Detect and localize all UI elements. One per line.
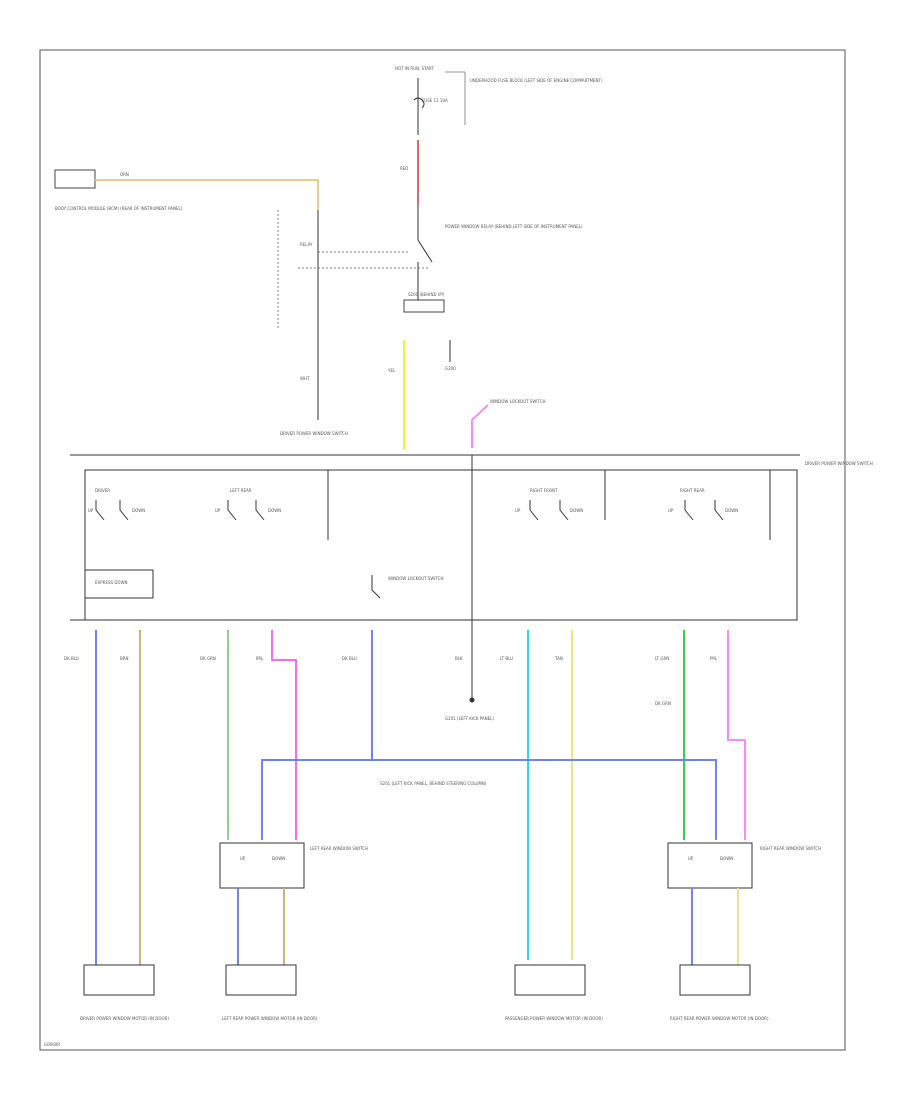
rr-switch-label: RIGHT REAR WINDOW SWITCH (760, 846, 821, 851)
switch-up-label: UP (515, 508, 521, 513)
switch-up-label: UP (88, 508, 94, 513)
wire-label-dk-blu: DK BLU (64, 656, 79, 661)
switch-down-label: DOWN (132, 508, 145, 513)
splice-top-box (403, 299, 445, 313)
master-switch-title: DRIVER POWER WINDOW SWITCH (280, 431, 348, 436)
lr-switch-down-label: DOWN (272, 856, 285, 861)
ground-dot (469, 697, 475, 703)
switch-up-label: UP (215, 508, 221, 513)
express-label: EXPRESS DOWN (95, 580, 128, 585)
rr-switch-box (667, 842, 753, 889)
switch-down-label: DOWN (725, 508, 738, 513)
switch-down-label: DOWN (570, 508, 583, 513)
lr-switch-up-label: UP (240, 856, 246, 861)
motor-box (514, 964, 586, 996)
motor-label: PASSENGER POWER WINDOW MOTOR (IN DOOR) (505, 1016, 603, 1021)
switch-group-label: LEFT REAR (230, 488, 252, 493)
switch-group-left-rear: LEFT REAR UP DOWN (215, 488, 281, 521)
switch-group-label: RIGHT FRONT (530, 488, 558, 493)
wire-label-blk: BLK (455, 656, 463, 661)
motor-box (225, 964, 297, 996)
master-switch-label: DRIVER POWER WINDOW SWITCH (805, 461, 873, 466)
diagram-frame (39, 49, 846, 1051)
switch-group-driver: DRIVER UP DOWN (88, 488, 145, 521)
ground-bottom-label: G201 (LEFT KICK PANEL) (445, 716, 494, 721)
switch-arm (684, 500, 694, 521)
hot-label: HOT IN RUN, START (395, 66, 434, 71)
wire-label-dk-grn: DK GRN (200, 656, 216, 661)
switch-up-label: UP (668, 508, 674, 513)
bcm-note: BODY CONTROL MODULE (BCM) (REAR OF INSTR… (55, 206, 183, 211)
wire-label-ppl: PPL (256, 656, 264, 661)
wire-label-wht: WHT (300, 376, 310, 381)
wire-label-dk-blu-center: DK BLU (342, 656, 357, 661)
lockout-note: WINDOW LOCKOUT SWITCH (490, 399, 546, 404)
bcm-box (54, 169, 96, 189)
wire-label-lt-grn: LT GRN (655, 656, 669, 661)
relay-coil-label: RELAY (300, 242, 313, 247)
switch-arm (559, 500, 569, 521)
motor-label: RIGHT REAR POWER WINDOW MOTOR (IN DOOR) (670, 1016, 769, 1021)
fuse-symbol (413, 97, 425, 109)
lockout-switch-symbol (371, 575, 381, 599)
switch-down-label: DOWN (268, 508, 281, 513)
express-box (84, 569, 154, 599)
wire-rr-down (727, 630, 746, 840)
ground-label: G200 (445, 366, 456, 371)
relay-note: POWER WINDOW RELAY (BEHIND LEFT SIDE OF … (445, 224, 583, 229)
wire-orange (95, 179, 319, 210)
center-splice-label: S201 (LEFT KICK PANEL, BEHIND STEERING C… (380, 781, 487, 786)
fuse-label: FUSE 11 10A (422, 98, 448, 103)
motor-box (679, 964, 751, 996)
motor-passenger: PASSENGER POWER WINDOW MOTOR (IN DOOR) (505, 964, 603, 1021)
wire-label-brn: BRN (120, 656, 129, 661)
footer-code: G0060R (44, 1042, 60, 1047)
wire-lockout-feed (471, 404, 489, 448)
switch-group-label: DRIVER (95, 488, 110, 493)
wire-label-tan: TAN (554, 656, 563, 661)
motor-label: DRIVER POWER WINDOW MOTOR (IN DOOR) (80, 1016, 169, 1021)
switch-arm (119, 500, 129, 521)
motor-left-rear: LEFT REAR POWER WINDOW MOTOR (IN DOOR) (222, 964, 318, 1021)
switch-group-right-front: RIGHT FRONT UP DOWN (515, 488, 583, 521)
wire-label-red: RED (400, 166, 408, 171)
lockout-switch-label: WINDOW LOCKOUT SWITCH (388, 576, 444, 581)
switch-arm (227, 500, 237, 521)
motor-label: LEFT REAR POWER WINDOW MOTOR (IN DOOR) (222, 1016, 318, 1021)
switch-arm (529, 500, 539, 521)
switch-arm (714, 500, 724, 521)
motor-right-rear: RIGHT REAR POWER WINDOW MOTOR (IN DOOR) (670, 964, 769, 1021)
wire-lr-down (271, 630, 297, 840)
relay-contact (417, 205, 433, 263)
motor-driver: DRIVER POWER WINDOW MOTOR (IN DOOR) (80, 964, 169, 1021)
switch-arm (255, 500, 265, 521)
wire-label-orange: ORN (120, 172, 129, 177)
rr-switch-down-label: DOWN (720, 856, 733, 861)
motor-box (83, 964, 155, 996)
rr-switch-up-label: UP (688, 856, 694, 861)
fuse-block-note: UNDERHOOD FUSE BLOCK (LEFT SIDE OF ENGIN… (470, 78, 603, 83)
switch-group-label: RIGHT REAR (680, 488, 705, 493)
switch-group-right-rear: RIGHT REAR UP DOWN (668, 488, 738, 521)
wire-label-yellow: YEL (387, 368, 396, 373)
splice-top-label: S200 (BEHIND I/P) (408, 292, 445, 297)
wire-label-lt-blu: LT BLU (500, 656, 513, 661)
lr-switch-box (219, 842, 305, 889)
wire-label-dk-grn-rr: DK GRN (655, 701, 671, 706)
switch-arm (95, 500, 105, 521)
wire-center-splice (261, 759, 717, 840)
lr-switch-label: LEFT REAR WINDOW SWITCH (310, 846, 368, 851)
wire-label-ppl-rr: PPL (710, 656, 718, 661)
